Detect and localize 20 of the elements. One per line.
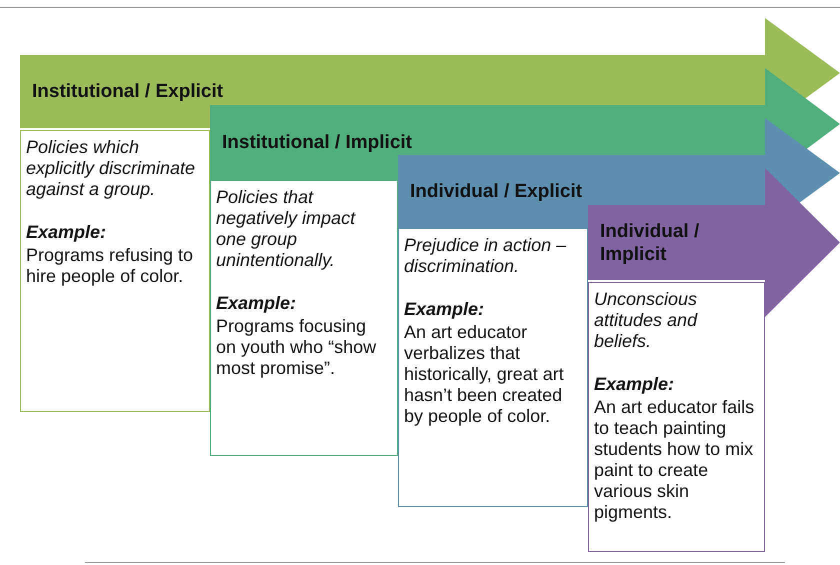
description-text: Unconscious attitudes and beliefs. bbox=[594, 289, 698, 352]
description-text: Policies which explicitly discriminate against a group. bbox=[26, 137, 196, 200]
example-text: Programs focusing on youth who “show most promise”. bbox=[216, 316, 378, 379]
text-card bbox=[210, 180, 398, 456]
example-text: An art educator verbalizes that historically, great art hasn’t been created by people of color. bbox=[404, 322, 565, 427]
text-card bbox=[398, 228, 588, 507]
example-text: Programs refusing to hire people of color. bbox=[26, 245, 194, 287]
heading: Individual / Explicit bbox=[410, 180, 582, 203]
description-text: Policies that negatively impact one group unintentionally. bbox=[216, 187, 357, 271]
example-label: Example: bbox=[216, 293, 298, 314]
description-text: Prejudice in action – discrimination. bbox=[404, 235, 568, 277]
text-card bbox=[588, 282, 765, 552]
text-card bbox=[20, 130, 210, 412]
example-label: Example: bbox=[594, 374, 676, 395]
example-label: Example: bbox=[26, 222, 108, 243]
heading: Institutional / Implicit bbox=[222, 131, 412, 154]
example-label: Example: bbox=[404, 299, 486, 320]
heading: Institutional / Explicit bbox=[32, 80, 224, 103]
example-text: An art educator fails to teach painting students how to mix paint to create various skin pigments. bbox=[594, 397, 756, 523]
heading: Individual / Implicit bbox=[600, 220, 700, 266]
